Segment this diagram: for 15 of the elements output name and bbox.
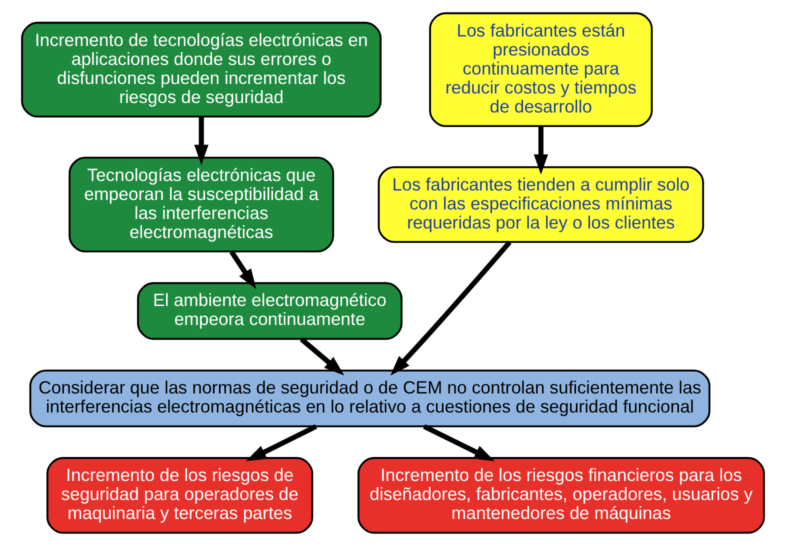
node-box: Considerar que las normas de seguridad o de CEM no controlan suficientemente las interferencias electromagnéticas en lo relativo a cuestiones de seguridad funcional	[28, 370, 710, 428]
node-box: Incremento de los riesgos de seguridad para operadores de maquinaria y terceras partes	[46, 457, 313, 534]
node-box: El ambiente electromagnético empeora continuamente	[136, 282, 402, 340]
arrow	[299, 337, 344, 376]
node-box: Incremento de tecnologías electrónicas en aplicaciones donde sus errores o disfunciones pueden incrementar los riesgos de seguridad	[20, 22, 382, 118]
node-box: Los fabricantes tienden a cumplir solo con las especificaciones mínimas requeridas por la ley o los clientes	[377, 166, 704, 243]
arrow	[194, 116, 208, 166]
arrow	[245, 424, 317, 462]
arrow	[228, 250, 256, 290]
arrow	[422, 424, 494, 462]
node-box: Los fabricantes están presionados continuamente para reducir costos y tiempos de desarrollo	[428, 12, 652, 127]
arrow	[390, 240, 511, 376]
node-box: Tecnologías electrónicas que empeoran la susceptibilidad a las interferencias electromagnéticas	[68, 156, 334, 252]
arrow	[533, 126, 548, 175]
node-box: Incremento de los riesgos financieros para los diseñadores, fabricantes, operadores, usuarios y mantenedores de máquinas	[357, 457, 764, 534]
